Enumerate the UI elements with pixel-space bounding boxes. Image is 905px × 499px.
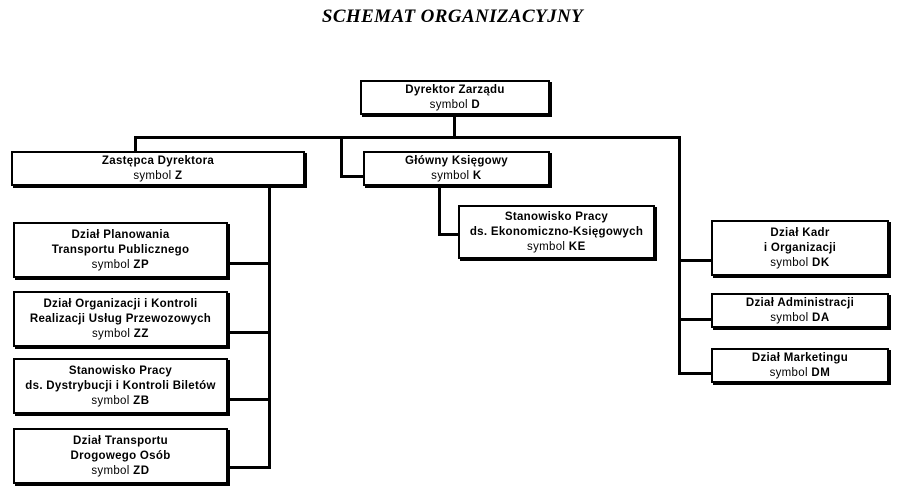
node-director[interactable]: Dyrektor Zarządu symbol D — [360, 80, 550, 115]
connector-chief-accountant-to-economic-post — [438, 233, 462, 236]
node-deputy-director-symbol-label: symbol — [133, 169, 172, 182]
node-organization-control-department-symbol-code: ZZ — [133, 327, 149, 340]
node-marketing-department-symbol: symbol DM — [770, 366, 831, 381]
node-planning-department[interactable]: Dział Planowania Transportu Publicznego … — [13, 222, 228, 278]
node-planning-department-symbol-label: symbol — [91, 258, 130, 271]
connector-right-to-administration — [678, 318, 713, 321]
connector-deputy-to-planning — [228, 262, 271, 265]
node-road-transport-department-symbol-label: symbol — [91, 464, 130, 477]
connector-right-to-hr — [678, 259, 713, 262]
node-deputy-director[interactable]: Zastępca Dyrektora symbol Z — [11, 151, 305, 186]
node-director-symbol-code: D — [471, 98, 481, 111]
node-administration-department-symbol-label: symbol — [770, 311, 809, 324]
node-economic-accounting-post-symbol: symbol KE — [527, 240, 586, 255]
node-director-symbol: symbol D — [430, 98, 481, 113]
node-deputy-director-symbol: symbol Z — [133, 169, 182, 184]
node-road-transport-department[interactable]: Dział Transportu Drogowego Osób symbol Z… — [13, 428, 228, 484]
connector-right-to-marketing — [678, 372, 713, 375]
connector-bus-to-deputy — [134, 136, 137, 153]
node-tickets-distribution-post-line2: ds. Dystrybucji i Kontroli Biletów — [25, 379, 216, 392]
connector-bus-to-chief-accountant-vertical — [340, 136, 343, 178]
connector-deputy-spine — [268, 186, 271, 468]
node-economic-accounting-post-symbol-code: KE — [568, 240, 586, 253]
node-hr-department-symbol-label: symbol — [770, 256, 809, 269]
node-hr-department-line1: Dział Kadr — [770, 226, 830, 239]
node-chief-accountant-symbol-label: symbol — [431, 169, 470, 182]
node-road-transport-department-line1: Dział Transportu — [73, 434, 168, 447]
node-economic-accounting-post[interactable]: Stanowisko Pracy ds. Ekonomiczno-Księgow… — [458, 205, 655, 259]
node-organization-control-department-symbol: symbol ZZ — [92, 327, 149, 342]
node-chief-accountant-symbol-code: K — [472, 169, 482, 182]
node-marketing-department-symbol-code: DM — [811, 366, 831, 379]
node-administration-department-symbol-code: DA — [811, 311, 830, 324]
node-chief-accountant-symbol: symbol K — [431, 169, 482, 184]
node-tickets-distribution-post-line1: Stanowisko Pracy — [68, 364, 173, 377]
node-marketing-department-symbol-label: symbol — [769, 366, 808, 379]
page-title: SCHEMAT ORGANIZACYJNY — [321, 6, 584, 27]
node-planning-department-line2: Transportu Publicznego — [51, 243, 190, 256]
node-hr-department-symbol: symbol DK — [770, 256, 830, 271]
connector-director-stem — [453, 113, 456, 138]
node-planning-department-symbol-code: ZP — [133, 258, 150, 271]
connector-deputy-to-organization-control — [228, 331, 271, 334]
node-economic-accounting-post-line2: ds. Ekonomiczno-Księgowych — [469, 225, 644, 238]
node-hr-department-symbol-code: DK — [811, 256, 830, 269]
node-economic-accounting-post-symbol-label: symbol — [527, 240, 566, 253]
node-organization-control-department-symbol-label: symbol — [92, 327, 131, 340]
node-chief-accountant-title: Główny Księgowy — [405, 154, 508, 167]
connector-main-bus — [134, 136, 681, 139]
connector-deputy-to-road-transport — [228, 466, 271, 469]
connector-chief-accountant-stem — [438, 186, 441, 236]
node-hr-department[interactable]: Dział Kadr i Organizacji symbol DK — [711, 220, 889, 276]
node-marketing-department-line1: Dział Marketingu — [751, 351, 849, 364]
node-director-symbol-label: symbol — [429, 98, 468, 111]
node-tickets-distribution-post[interactable]: Stanowisko Pracy ds. Dystrybucji i Kontr… — [13, 358, 228, 414]
node-road-transport-department-symbol: symbol ZD — [91, 464, 149, 479]
node-road-transport-department-symbol-code: ZD — [133, 464, 150, 477]
node-tickets-distribution-post-symbol-label: symbol — [91, 394, 130, 407]
node-administration-department-symbol: symbol DA — [770, 311, 830, 326]
node-deputy-director-symbol-code: Z — [175, 169, 183, 182]
connector-bus-to-chief-accountant-horizontal — [340, 175, 365, 178]
node-marketing-department[interactable]: Dział Marketingu symbol DM — [711, 348, 889, 383]
node-organization-control-department-line2: Realizacji Usług Przewozowych — [29, 312, 212, 325]
node-administration-department[interactable]: Dział Administracji symbol DA — [711, 293, 889, 328]
node-chief-accountant[interactable]: Główny Księgowy symbol K — [363, 151, 550, 186]
node-director-title: Dyrektor Zarządu — [405, 83, 505, 96]
node-economic-accounting-post-line1: Stanowisko Pracy — [504, 210, 609, 223]
node-tickets-distribution-post-symbol-code: ZB — [133, 394, 150, 407]
node-planning-department-symbol: symbol ZP — [92, 258, 150, 273]
connector-deputy-to-tickets-post — [228, 398, 271, 401]
node-organization-control-department-line1: Dział Organizacji i Kontroli — [43, 297, 198, 310]
node-hr-department-line2: i Organizacji — [763, 241, 837, 254]
node-road-transport-department-line2: Drogowego Osób — [70, 449, 171, 462]
connector-right-spine — [678, 136, 681, 375]
node-planning-department-line1: Dział Planowania — [71, 228, 170, 241]
node-tickets-distribution-post-symbol: symbol ZB — [91, 394, 149, 409]
node-administration-department-line1: Dział Administracji — [745, 296, 855, 309]
node-organization-control-department[interactable]: Dział Organizacji i Kontroli Realizacji … — [13, 291, 228, 347]
node-deputy-director-title: Zastępca Dyrektora — [101, 154, 215, 167]
